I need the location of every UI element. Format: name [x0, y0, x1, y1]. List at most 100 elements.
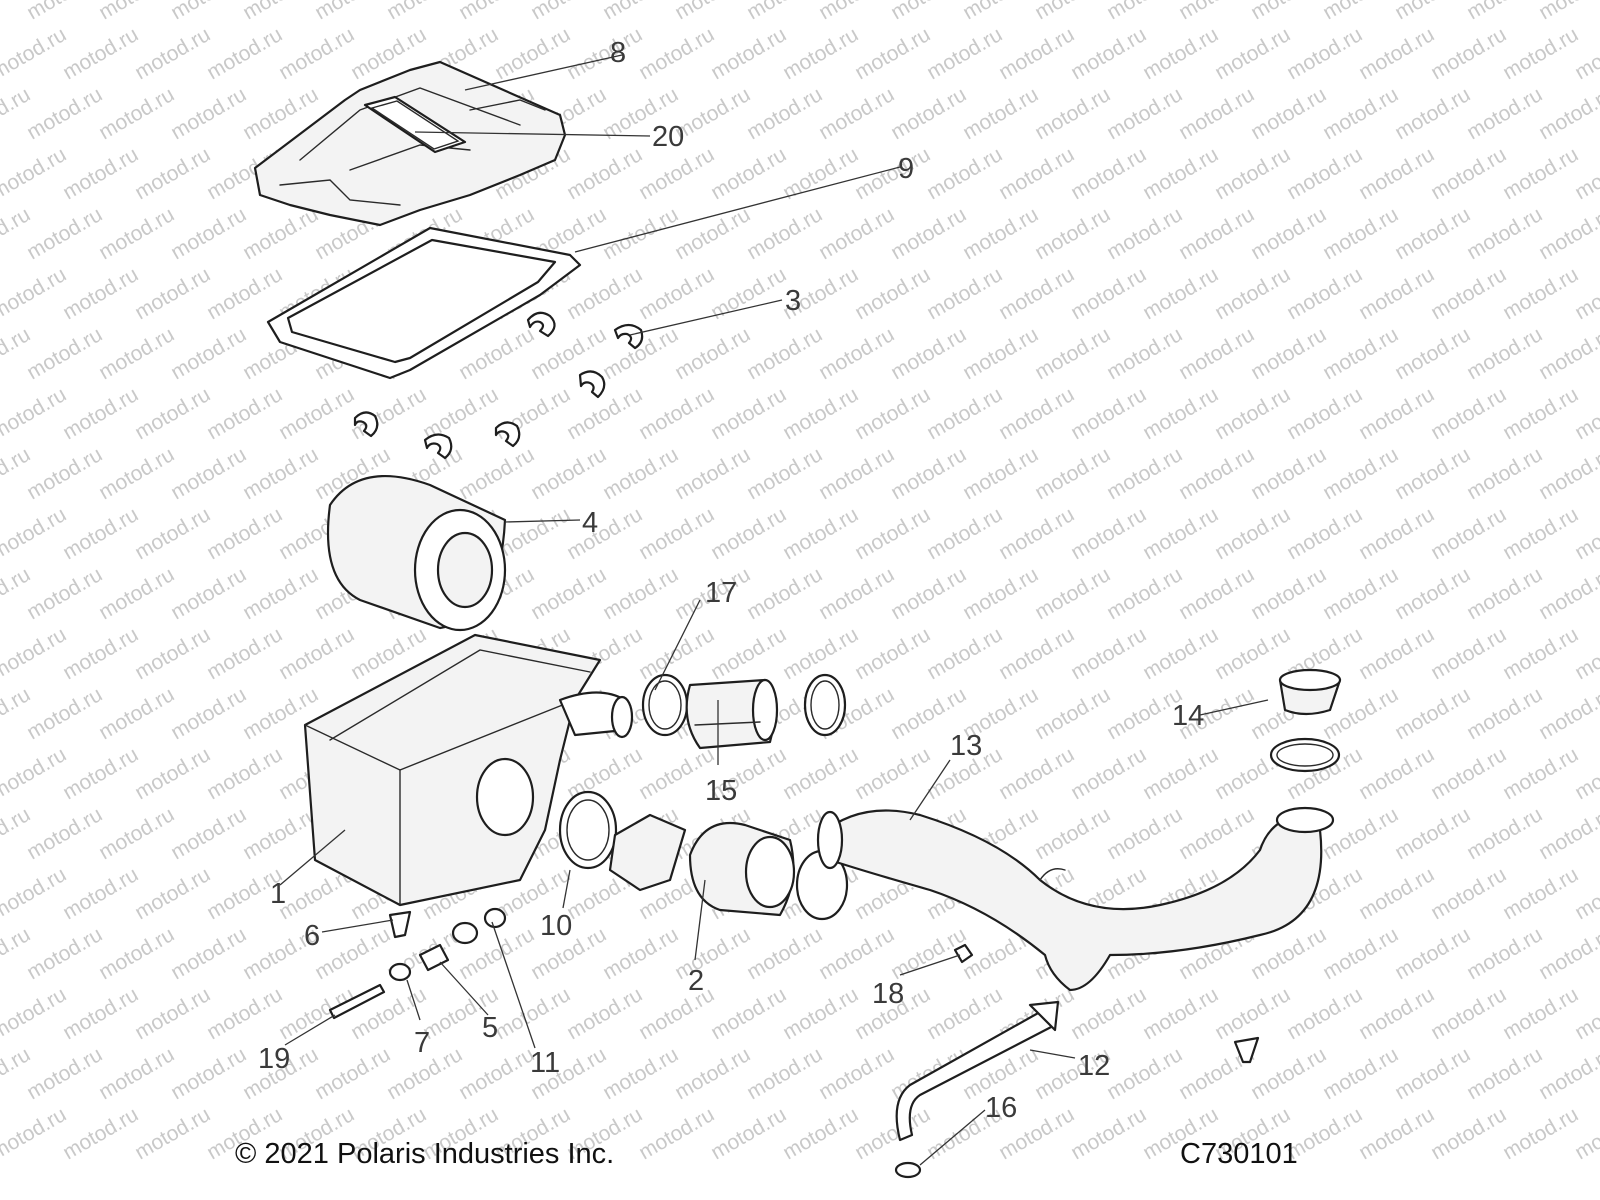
- watermark-text: motod.ru: [599, 0, 682, 24]
- watermark-text: motod.ru: [131, 503, 214, 564]
- part-16-small-clamp[interactable]: [894, 1161, 922, 1179]
- watermark-text: motod.ru: [1355, 743, 1438, 804]
- watermark-text: motod.ru: [1103, 803, 1186, 864]
- watermark-text: motod.ru: [95, 443, 178, 504]
- part-1-air-box[interactable]: [303, 633, 634, 907]
- part-17-hose-clamp-2[interactable]: [803, 673, 847, 737]
- watermark-text: motod.ru: [95, 83, 178, 144]
- part-11-bushing[interactable]: [451, 907, 507, 945]
- watermark-text: motod.ru: [1427, 23, 1510, 84]
- watermark-text: motod.ru: [1103, 443, 1186, 504]
- watermark-text: motod.ru: [779, 23, 862, 84]
- watermark-text: motod.ru: [95, 923, 178, 984]
- watermark-text: motod.ru: [563, 23, 646, 84]
- callout-17: 17: [705, 577, 737, 609]
- watermark-text: motod.ru: [1067, 263, 1150, 324]
- watermark-text: motod.ru: [923, 503, 1006, 564]
- watermark-text: motod.ru: [1031, 203, 1114, 264]
- part-3-clips[interactable]: [353, 311, 644, 460]
- watermark-text: motod.ru: [59, 383, 142, 444]
- watermark-text: motod.ru: [1103, 203, 1186, 264]
- part-17-hose-clamp[interactable]: [641, 673, 689, 737]
- watermark-text: motod.ru: [1067, 983, 1150, 1044]
- part-19-bolt[interactable]: [328, 983, 386, 1020]
- watermark-text: motod.ru: [167, 323, 250, 384]
- watermark-text: motod.ru: [1319, 803, 1402, 864]
- watermark-text: motod.ru: [491, 383, 574, 444]
- watermark-text: motod.ru: [1103, 323, 1186, 384]
- part-13-intake-duct[interactable]: [816, 806, 1335, 992]
- part-8-airbox-cover[interactable]: [253, 60, 567, 227]
- watermark-text: motod.ru: [599, 1043, 682, 1104]
- watermark-text: motod.ru: [1391, 803, 1474, 864]
- diagram-code: C730101: [1180, 1138, 1298, 1170]
- watermark-text: motod.ru: [1211, 383, 1294, 444]
- part-12-drain-tube[interactable]: [895, 1000, 1060, 1142]
- watermark-text: motod.ru: [1319, 443, 1402, 504]
- watermark-text: motod.ru: [563, 983, 646, 1044]
- part-plug[interactable]: [1233, 1036, 1260, 1064]
- part-10-clamp[interactable]: [558, 790, 618, 870]
- watermark-text: motod.ru: [995, 743, 1078, 804]
- watermark-text: motod.ru: [995, 383, 1078, 444]
- watermark-text: motod.ru: [1499, 503, 1582, 564]
- part-4-air-filter[interactable]: [326, 474, 507, 632]
- watermark-text: motod.ru: [743, 83, 826, 144]
- part-15-coupler-hose[interactable]: [685, 678, 779, 750]
- part-14-clamp[interactable]: [1269, 737, 1341, 773]
- watermark-text: motod.ru: [707, 143, 790, 204]
- watermark-text: motod.ru: [887, 83, 970, 144]
- watermark-text: motod.ru: [1247, 203, 1330, 264]
- watermark-text: motod.ru: [239, 203, 322, 264]
- watermark-text: motod.ru: [1427, 743, 1510, 804]
- watermark-text: motod.ru: [1391, 443, 1474, 504]
- watermark-text: motod.ru: [203, 23, 286, 84]
- watermark-text: motod.ru: [59, 743, 142, 804]
- part-9-seal-gasket[interactable]: [266, 226, 582, 380]
- watermark-text: motod.ru: [455, 1043, 538, 1104]
- callout-11: 11: [530, 1047, 560, 1079]
- callout-20: 20: [652, 121, 684, 153]
- watermark-text: motod.ru: [0, 503, 70, 564]
- watermark-text: motod.ru: [275, 623, 358, 684]
- watermark-text: motod.ru: [1103, 1043, 1186, 1104]
- watermark-text: motod.ru: [239, 0, 322, 24]
- part-6-grommet[interactable]: [388, 910, 412, 939]
- watermark-text: motod.ru: [95, 1043, 178, 1104]
- part-14-cap[interactable]: [1278, 668, 1342, 716]
- watermark-text: motod.ru: [743, 1043, 826, 1104]
- watermark-text: motod.ru: [923, 143, 1006, 204]
- watermark-text: motod.ru: [1103, 563, 1186, 624]
- watermark-text: motod.ru: [59, 983, 142, 1044]
- watermark-text: motod.ru: [1499, 23, 1582, 84]
- watermark-text: motod.ru: [95, 0, 178, 24]
- part-18-bolt[interactable]: [953, 943, 974, 964]
- watermark-text: motod.ru: [923, 383, 1006, 444]
- watermark-text: motod.ru: [1175, 203, 1258, 264]
- watermark-text: motod.ru: [815, 563, 898, 624]
- part-7-bushing[interactable]: [388, 962, 412, 982]
- watermark-text: motod.ru: [995, 23, 1078, 84]
- watermark-text: motod.ru: [671, 1043, 754, 1104]
- watermark-text: motod.ru: [1103, 83, 1186, 144]
- watermark-text: motod.ru: [1031, 323, 1114, 384]
- callout-numbers: 8 20 9 3 4 17 14 13 15 10 2 1 6 18 5 7 1…: [258, 37, 1204, 1124]
- watermark-text: motod.ru: [1067, 503, 1150, 564]
- watermark-text: motod.ru: [131, 143, 214, 204]
- part-10-tube[interactable]: [608, 813, 687, 892]
- watermark-text: motod.ru: [1247, 323, 1330, 384]
- watermark-text: motod.ru: [923, 983, 1006, 1044]
- watermark-text: motod.ru: [779, 503, 862, 564]
- watermark-text: motod.ru: [23, 563, 106, 624]
- watermark-text: motod.ru: [1391, 83, 1474, 144]
- watermark-text: motod.ru: [167, 1043, 250, 1104]
- watermark-text: motod.ru: [455, 443, 538, 504]
- watermark-text: motod.ru: [131, 23, 214, 84]
- part-2-adapter[interactable]: [688, 821, 849, 921]
- watermark-text: motod.ru: [59, 623, 142, 684]
- part-5-spacer[interactable]: [418, 943, 450, 972]
- watermark-text: motod.ru: [1535, 83, 1600, 144]
- watermark-text: motod.ru: [1031, 683, 1114, 744]
- watermark-text: motod.ru: [959, 563, 1042, 624]
- part-20-cover-label[interactable]: [363, 95, 467, 154]
